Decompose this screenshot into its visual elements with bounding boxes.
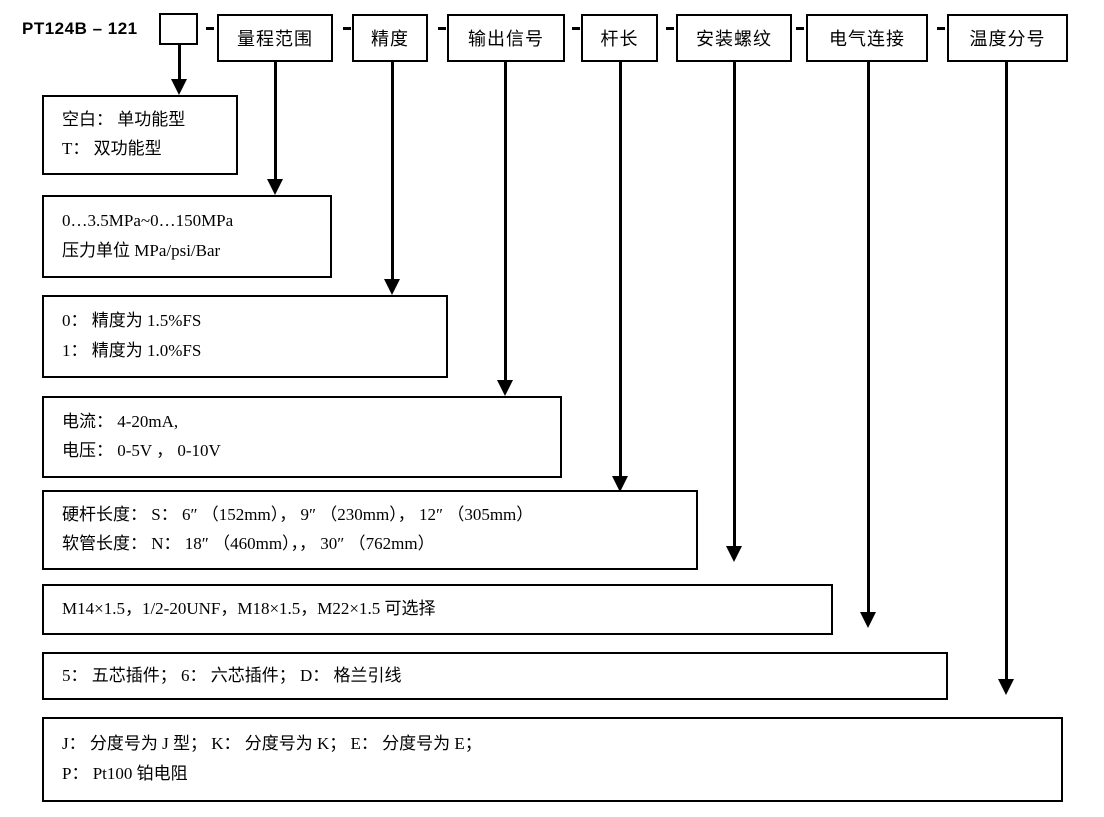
desc-box-electrical-connection: 5： 五芯插件； 6： 六芯插件； D： 格兰引线: [42, 652, 948, 700]
arrow-temperature-type: [998, 62, 1014, 695]
field-label-accuracy: 精度: [371, 29, 409, 49]
arrow-function-type: [171, 45, 187, 95]
desc-line: 空白： 单功能型: [62, 110, 186, 130]
desc-box-mounting-thread: M14×1.5，1/2-20UNF，M18×1.5，M22×1.5 可选择: [42, 584, 833, 635]
field-box-rod-length: 杆长: [581, 14, 658, 62]
desc-line: 0…3.5MPa~0…150MPa: [62, 211, 234, 231]
arrow-range: [267, 62, 283, 195]
field-label-rod-length: 杆长: [600, 29, 639, 49]
code-separator-dash: [666, 27, 674, 30]
field-label-mounting-thread: 安装螺纹: [696, 29, 772, 49]
field-box-mounting-thread: 安装螺纹: [676, 14, 792, 62]
desc-line: 电压： 0-5V ， 0-10V: [62, 441, 221, 461]
arrow-electrical-connection: [860, 62, 876, 628]
field-label-temperature-type: 温度分号: [969, 29, 1046, 49]
desc-box-accuracy: 0： 精度为 1.5%FS 1： 精度为 1.0%FS: [42, 295, 448, 378]
field-box-range: 量程范围: [217, 14, 333, 62]
desc-box-function-type: 空白： 单功能型 T： 双功能型: [42, 95, 238, 175]
arrow-output-signal: [497, 62, 513, 396]
desc-box-output-signal: 电流： 4-20mA, 电压： 0-5V ， 0-10V: [42, 396, 562, 478]
code-separator-dash: [572, 27, 580, 30]
arrow-rod-length: [612, 62, 628, 492]
arrow-mounting-thread: [726, 62, 742, 562]
desc-line: P： Pt100 铂电阻: [62, 764, 188, 784]
desc-line: 电流： 4-20mA,: [62, 411, 179, 431]
field-label-range: 量程范围: [237, 29, 313, 49]
product-code-label: PT124B – 121: [22, 19, 138, 38]
code-separator-dash: [438, 27, 446, 30]
code-separator-dash: [796, 27, 804, 30]
desc-box-rod-length: 硬杆长度： S： 6″ （152mm）， 9″ （230mm）， 12″ （30…: [42, 490, 698, 570]
field-box-temperature-type: 温度分号: [947, 14, 1068, 62]
desc-box-range: 0…3.5MPa~0…150MPa 压力单位 MPa/psi/Bar: [42, 195, 332, 278]
desc-box-temperature-type: J： 分度号为 J 型； K： 分度号为 K； E： 分度号为 E； P： Pt…: [42, 717, 1063, 802]
code-separator-dash: [206, 27, 214, 30]
desc-line: M14×1.5，1/2-20UNF，M18×1.5，M22×1.5 可选择: [62, 599, 436, 619]
field-label-output-signal: 输出信号: [468, 29, 544, 49]
field-box-output-signal: 输出信号: [447, 14, 565, 62]
code-separator-dash: [937, 27, 945, 30]
desc-line: 压力单位 MPa/psi/Bar: [62, 241, 221, 261]
code-separator-dash: [343, 27, 351, 30]
desc-line: 硬杆长度： S： 6″ （152mm）， 9″ （230mm）， 12″ （30…: [62, 505, 534, 525]
arrow-accuracy: [384, 62, 400, 295]
desc-line: T： 双功能型: [62, 139, 162, 159]
field-box-electrical-connection: 电气连接: [806, 14, 928, 62]
desc-line: 1： 精度为 1.0%FS: [62, 341, 202, 361]
function-type-code-box: [159, 13, 198, 45]
desc-line: 5： 五芯插件； 6： 六芯插件； D： 格兰引线: [62, 665, 402, 685]
desc-line: 软管长度： N： 18″ （460mm），， 30″ （762mm）: [62, 534, 435, 554]
desc-line: 0： 精度为 1.5%FS: [62, 311, 202, 331]
field-label-electrical-connection: 电气连接: [829, 29, 905, 49]
field-box-accuracy: 精度: [352, 14, 428, 62]
desc-line: J： 分度号为 J 型； K： 分度号为 K； E： 分度号为 E；: [62, 733, 482, 753]
